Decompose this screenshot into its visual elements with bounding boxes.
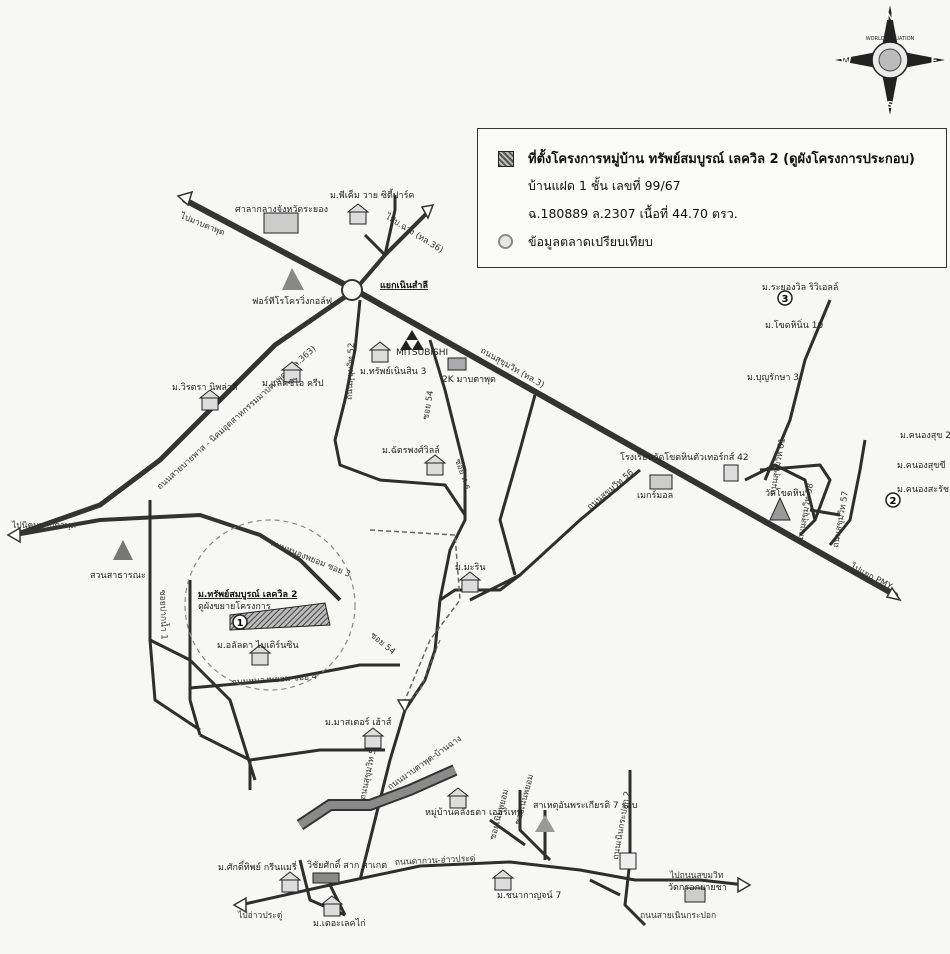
marker-project-label: 1 <box>237 618 244 629</box>
road-lower-connector <box>14 512 342 602</box>
label-park: สวนสาธารณะ <box>90 571 146 581</box>
project-swatch-icon <box>498 151 514 167</box>
label-master-house: ม.มาสเตอร์ เฮ้าส์ <box>325 716 392 728</box>
label-2k: 2K มาบตาพุด <box>442 375 496 385</box>
marker-comparable-3[interactable] <box>777 290 793 306</box>
road-label-to-sukhumvit: ไปถนนสุขุมวิท <box>669 870 724 881</box>
comparable-swatch-icon <box>498 234 513 249</box>
tree-icon-park <box>113 540 133 560</box>
tree-icon-south <box>535 815 555 832</box>
vichai-building-icon <box>312 872 340 884</box>
label-muban-lake: หมู่บ้านคลังธตา เออริเทท <box>425 807 523 818</box>
legend-box: ที่ตั้งโครงการหมู่บ้าน ทรัพย์สมบูรณ์ เลค… <box>477 128 947 268</box>
intersection-label: แยกเนินสำลี <box>380 280 428 291</box>
road-label-phayom: ถนนสายเนินกระปอก <box>640 911 716 921</box>
compass-ring-text: WORLD VALUATION <box>866 36 915 42</box>
road-label-ko-khai: ถนนตากวน-อ่าวประดู่ <box>395 854 476 868</box>
label-boon-sri: ม.บุญรักษา 3 <box>747 373 799 383</box>
legend-project-title: ที่ตั้งโครงการหมู่บ้าน ทรัพย์สมบูรณ์ เลค… <box>528 152 915 167</box>
label-khot-hin-10: ม.โขดหินิ่น 10 <box>765 318 823 331</box>
label-alphaville: ม.อลัลดา ไมเดิร์นซิน <box>217 639 299 651</box>
road-label-sukhumvit-52: ถนนสุขุมวิท 52 <box>345 343 357 401</box>
legend-house-type: บ้านแฝด 1 ชั้น เลขที่ 99/67 <box>528 178 681 193</box>
market-icon <box>649 474 673 490</box>
label-court: ศาลากลางจังหวัดระยอง <box>235 205 328 215</box>
label-project[interactable]: ม.ทรัพย์สมบูรณ์ เลควิล 2 <box>198 588 297 600</box>
project-parcel[interactable] <box>229 602 331 631</box>
label-marin: ม.มะริน <box>455 562 486 573</box>
label-wat-khot-hin: วัดโขดหิน <box>765 488 805 499</box>
dashed-route <box>369 529 461 701</box>
canal-inner <box>297 766 457 829</box>
marker-comparable-2[interactable] <box>885 492 901 508</box>
label-phet-sahasiri: ม.พีเค็ม วาย ซิตี้ปาร์ค <box>330 188 414 201</box>
compass-west: W <box>840 56 851 67</box>
label-kanok-chai: ม.คนองสะรัช <box>897 485 949 495</box>
label-kanok-phon: ม.คนองสุขขี <box>897 460 946 471</box>
label-market: เมกร์มอล <box>637 489 673 501</box>
label-lake-huai: ม.แลคซีไอ ครีป <box>262 378 324 389</box>
project-radius-circle <box>184 519 356 691</box>
label-mitsubishi: MITSUBISHI <box>396 348 448 358</box>
label-wat-nern: วัดกรอกยายชา <box>668 883 727 893</box>
label-project-sub: ดูผังขยายโครงการ <box>198 601 271 612</box>
label-sakdi-home: ม.เตอะเลคไก่ <box>313 918 366 929</box>
seven-eleven-icon <box>619 852 637 870</box>
label-chatpun: ม.ฉัตรพงศ์วิลล์ <box>382 444 440 456</box>
house-icons <box>198 203 515 917</box>
compass-rose: N S E W WORLD VALUATION <box>835 5 945 115</box>
label-market-7: ม.ชนากาญจน์ 7 <box>497 889 561 901</box>
label-school: โรงเรียนวัดโขดหินตัวเทอร์กส์ 42 <box>620 451 749 463</box>
highway-363 <box>12 287 358 538</box>
label-rayong-villa: ม.ระยองวิล ริวิเอลล์ <box>762 281 838 293</box>
2k-building-icon <box>447 357 467 371</box>
mitsubishi-logo-icon <box>400 330 424 350</box>
marker-comparable-3-label: 3 <box>782 294 789 305</box>
temple-icon <box>769 496 791 521</box>
direction-arrows <box>6 190 902 914</box>
label-vichai-green: วิชัยศักดิ์ สาก สาเกต <box>307 858 387 871</box>
wat-south-icon <box>684 887 706 903</box>
label-sakdi-green: ม.ศักดิ์ทิพย์ กรีนแมรี่ <box>218 860 297 873</box>
compass-east: E <box>931 56 938 67</box>
legend-comparables: ข้อมูลตลาดเปรียบเทียบ <box>528 234 653 249</box>
dashed-route-2 <box>404 639 441 706</box>
label-ford: ฟอร์ทีโรโครวิ่งกอล์ฟ <box>252 294 332 307</box>
compass-south: S <box>886 100 893 111</box>
label-kanok-2: ม.คนองสุข 2 <box>900 431 950 441</box>
label-sam-pi: สาเหตุอันพระเกียรติ 7 รอบ <box>533 800 638 811</box>
marker-project[interactable] <box>232 614 248 630</box>
label-wilaiwan: ม.วิรตรา นิพล่าลี <box>172 382 237 393</box>
roundabout <box>341 279 363 301</box>
secondary-roads <box>148 195 867 927</box>
legend-deed: ฉ.180889 ล.2307 เนื้อที่ 44.70 ตรว. <box>528 206 738 221</box>
road-label-soi-pha-1: ซอยปากน้ำ 1 <box>157 590 171 640</box>
road-label-to-ao-pradu: ไปอ่าวประดู่ <box>237 910 282 921</box>
label-nice-hill: ม.ทรัพย์เนินสิน 3 <box>360 365 426 377</box>
school-icon <box>723 464 739 482</box>
golf-icon <box>282 268 304 290</box>
compass-north: N <box>886 12 894 23</box>
marker-comparable-2-label: 2 <box>890 496 897 507</box>
court-building-icon <box>263 212 299 234</box>
road-label-to-nikhom: ไปนิคมมาบตาพุด <box>11 520 76 531</box>
